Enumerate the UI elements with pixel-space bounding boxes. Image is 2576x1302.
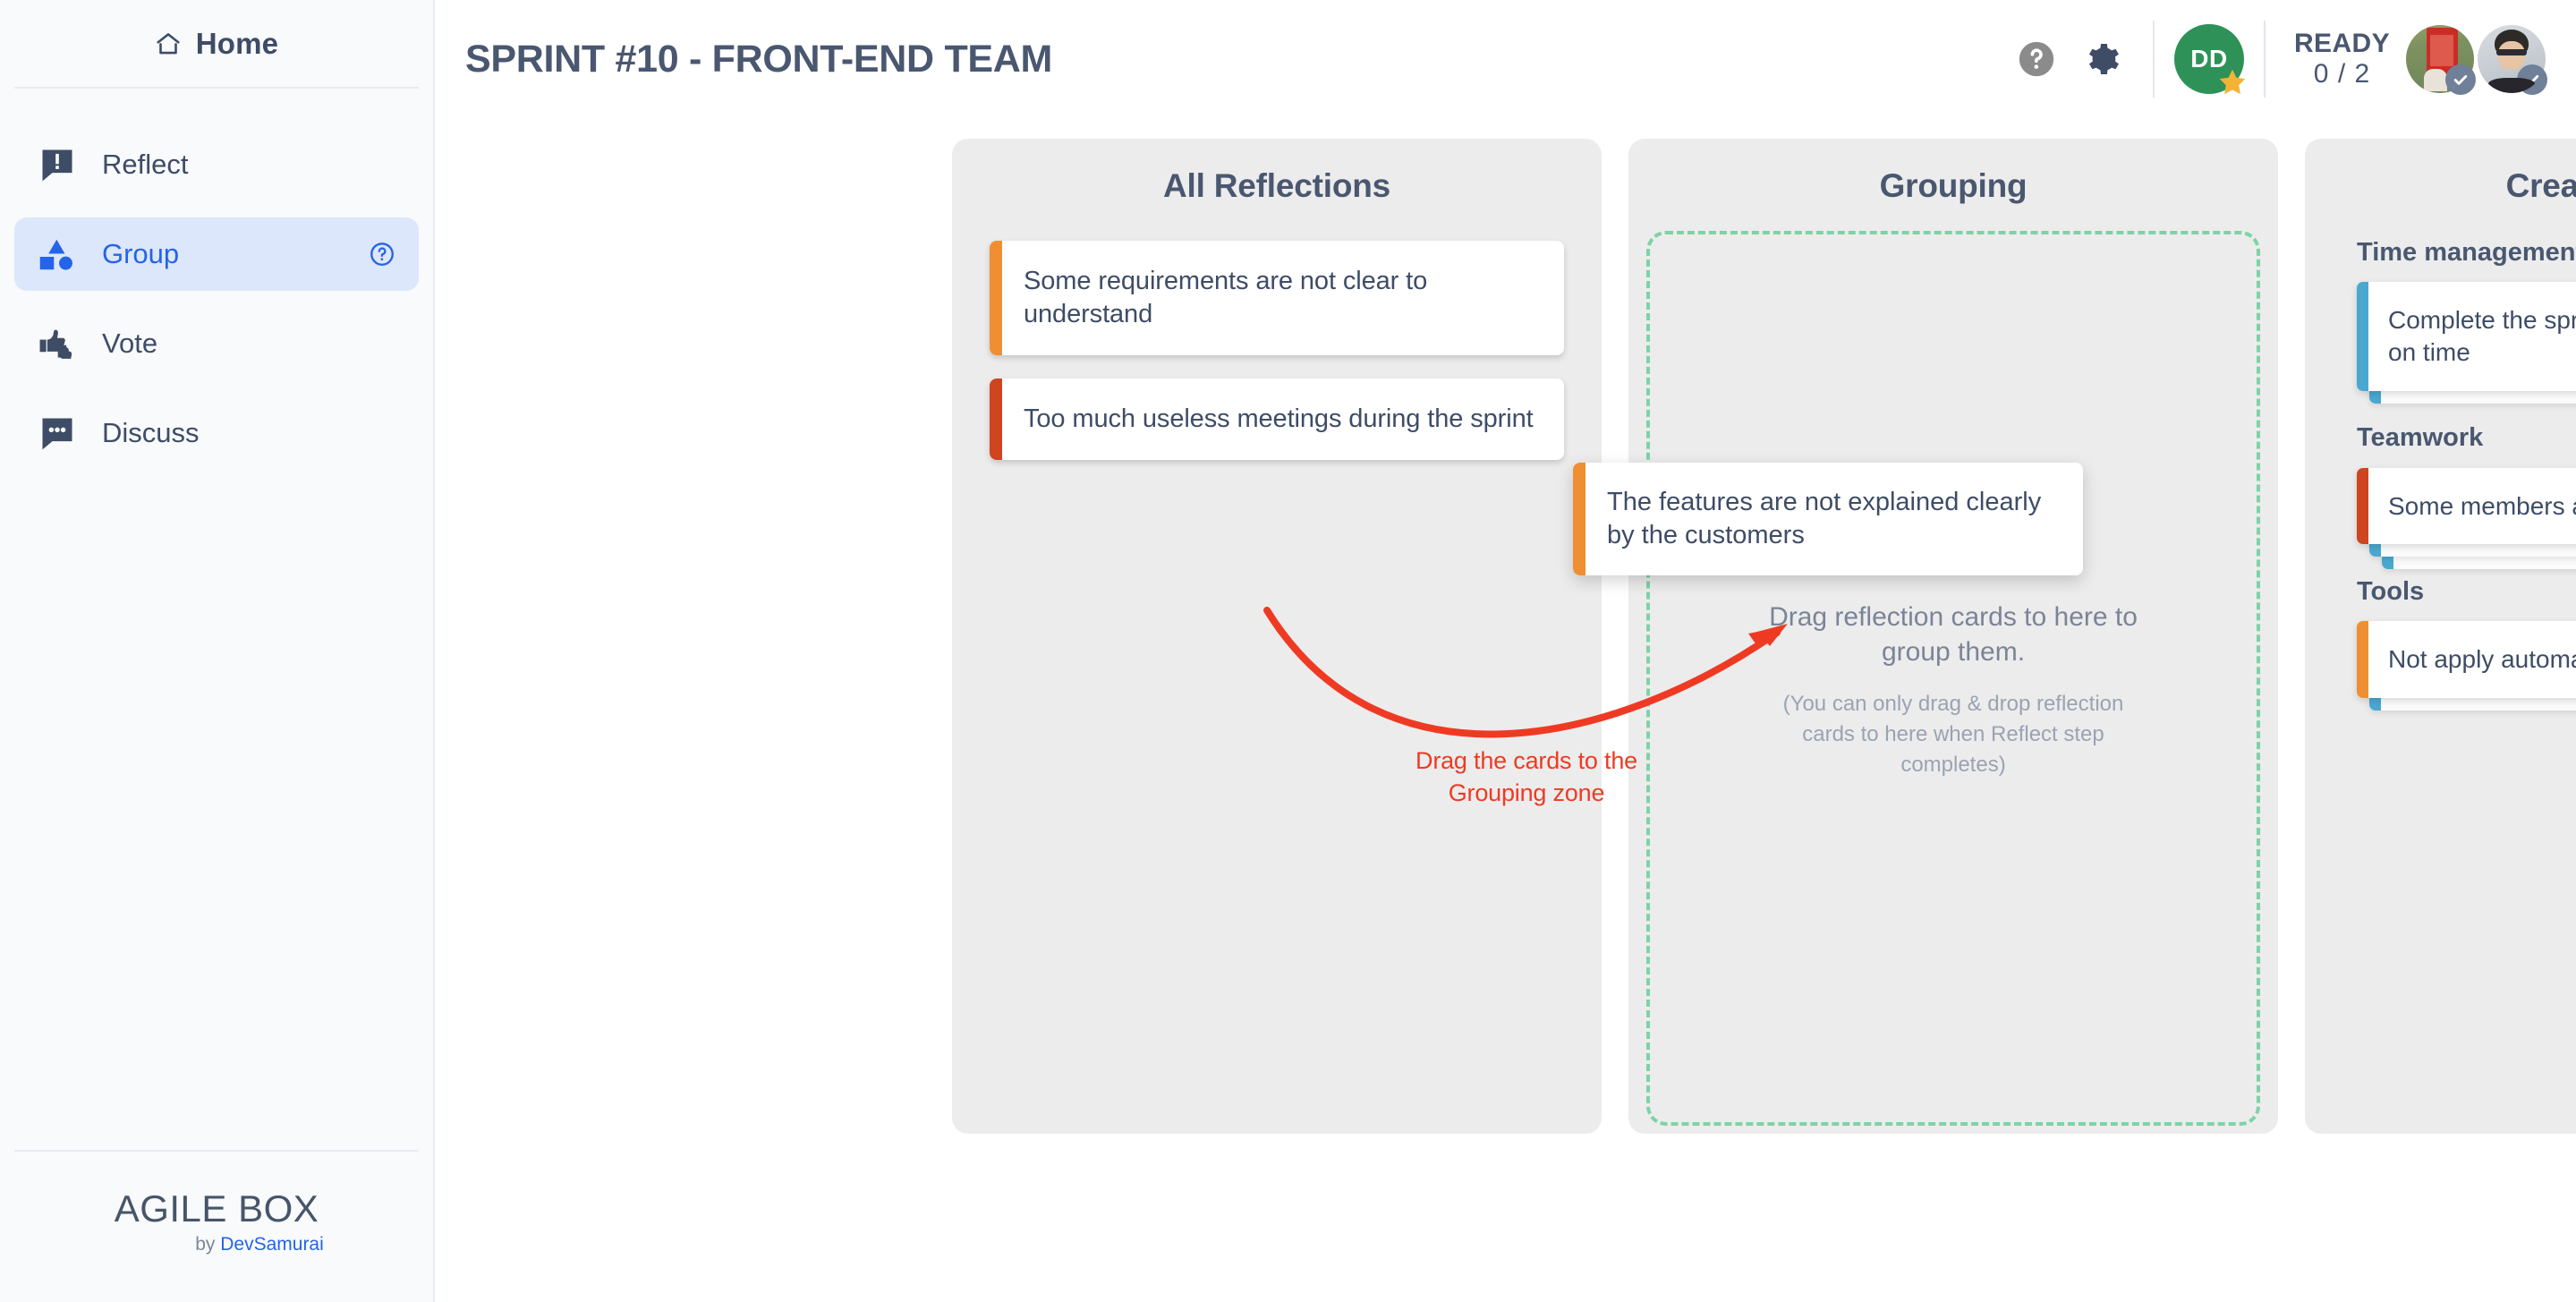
group-name: Teamwork <box>2357 423 2484 453</box>
sidebar-nav: Reflect Group <box>0 89 433 470</box>
participant-avatar-2[interactable] <box>2478 25 2547 95</box>
column-created-groups: Created Groups Time management <box>2305 139 2576 1134</box>
dragging-reflection-card[interactable]: The features are not explained clearly b… <box>1573 463 2083 576</box>
card-text: Not apply automation test for this sprin… <box>2388 645 2576 674</box>
top-bar: SPRINT #10 - FRONT-END TEAM <box>435 0 2576 118</box>
group-list: Time management Complete the sprint with… <box>2305 237 2576 711</box>
sidebar-item-label-group: Group <box>102 238 180 269</box>
sidebar-item-discuss[interactable]: Discuss <box>14 396 419 470</box>
sidebar-item-group[interactable]: Group <box>14 217 419 291</box>
sidebar-item-label-discuss: Discuss <box>102 417 200 448</box>
dropzone-main-text: Drag reflection cards to here to group t… <box>1769 602 2138 667</box>
top-bar-right: DD READY 0 / 2 <box>2004 21 2547 98</box>
sidebar-item-vote[interactable]: Vote <box>14 307 419 380</box>
card-text: Some members are too lazy <box>2388 491 2576 520</box>
reflection-card[interactable]: Some requirements are not clear to under… <box>990 241 1564 356</box>
board: All Reflections Some requirements are no… <box>435 118 2576 1302</box>
card-color-bar <box>990 379 1002 461</box>
card-color-bar <box>2357 282 2368 391</box>
current-user-avatar[interactable]: DD <box>2173 24 2246 95</box>
brand-name: AGILE BOX <box>114 1187 319 1230</box>
group-name: Time management <box>2357 237 2576 267</box>
sidebar-home-link[interactable]: Home <box>0 0 433 87</box>
gear-icon[interactable] <box>2069 27 2133 91</box>
page-title: SPRINT #10 - FRONT-END TEAM <box>465 37 1053 81</box>
discuss-bubble-icon <box>38 414 77 452</box>
columns-wrapper: All Reflections Some requirements are no… <box>952 139 2576 1134</box>
group-shapes-icon <box>38 235 77 273</box>
card-color-bar <box>2357 467 2368 545</box>
brand-byline: by DevSamurai <box>0 1234 433 1255</box>
main-area: SPRINT #10 - FRONT-END TEAM <box>435 0 2576 1302</box>
group-card[interactable]: Not apply automation test for this sprin… <box>2357 621 2576 699</box>
dropzone-sub-text: (You can only drag & drop reflection car… <box>1782 692 2124 778</box>
sidebar-item-reflect[interactable]: Reflect <box>14 128 419 201</box>
star-icon <box>2217 67 2248 98</box>
sidebar-item-label-reflect: Reflect <box>102 149 189 180</box>
avatar-photo <box>2478 25 2546 93</box>
help-circle-icon[interactable] <box>369 241 395 268</box>
participant-avatar-1[interactable] <box>2406 25 2476 95</box>
column-title: Grouping <box>1879 167 2028 204</box>
card-text: Some requirements are not clear to under… <box>1024 267 1428 329</box>
group-card-stack: Some members are too lazy <box>2357 467 2576 570</box>
brand-by-text: by <box>195 1234 221 1255</box>
group-card[interactable]: Complete the sprint with all planned iss… <box>2357 282 2576 391</box>
card-color-bar <box>2357 621 2368 699</box>
help-circle-icon[interactable] <box>2004 27 2069 91</box>
sidebar-home-label: Home <box>195 26 279 60</box>
check-badge-icon <box>2445 64 2476 95</box>
group-card[interactable]: Some members are too lazy <box>2357 467 2576 545</box>
group-name: Tools <box>2357 576 2425 606</box>
card-color-bar <box>990 241 1002 356</box>
divider-left <box>2152 21 2155 98</box>
brand-block: AGILE BOX by DevSamurai <box>0 1187 433 1255</box>
column-title: All Reflections <box>1163 167 1390 204</box>
annotation-text: Drag the cards to the Grouping zone <box>1416 747 1637 807</box>
reflection-card-list: Some requirements are not clear to under… <box>952 214 1602 461</box>
group-header: Time management <box>2357 237 2576 268</box>
group-header: Tools <box>2357 576 2576 607</box>
card-color-bar <box>1573 463 1586 576</box>
sidebar-divider-top <box>14 87 419 89</box>
brand-company: DevSamurai <box>220 1234 324 1255</box>
column-all-reflections: All Reflections Some requirements are no… <box>952 139 1602 1134</box>
sidebar-item-label-vote: Vote <box>102 328 158 359</box>
card-text: The features are not explained clearly b… <box>1607 488 2042 550</box>
grouping-dropzone[interactable]: Drag reflection cards to here to group t… <box>1646 231 2260 1126</box>
group-card-stack: Not apply automation test for this sprin… <box>2357 621 2576 711</box>
column-grouping: Grouping Drag reflection cards to here t… <box>1628 139 2278 1134</box>
sidebar: Home Reflect <box>0 0 435 1302</box>
sidebar-footer: AGILE BOX by DevSamurai <box>0 1150 433 1302</box>
ready-status: READY 0 / 2 <box>2294 29 2390 90</box>
card-text: Too much useless meetings during the spr… <box>1024 404 1534 434</box>
home-icon <box>155 30 182 57</box>
column-title: Created Groups <box>2505 167 2576 204</box>
ready-label: READY <box>2293 28 2390 58</box>
card-text: Complete the sprint with all planned iss… <box>2388 306 2576 366</box>
thumbs-icon <box>38 325 77 362</box>
reflect-speech-bubble-icon <box>38 146 77 183</box>
group-card-stack: Complete the sprint with all planned iss… <box>2357 282 2576 404</box>
divider-right <box>2263 21 2266 98</box>
reflection-card[interactable]: Too much useless meetings during the spr… <box>990 379 1564 461</box>
group-header: Teamwork <box>2357 423 2576 454</box>
sidebar-divider-bottom <box>14 1150 419 1152</box>
avatar-photo <box>2406 25 2474 93</box>
ready-count: 0 / 2 <box>2313 59 2371 89</box>
